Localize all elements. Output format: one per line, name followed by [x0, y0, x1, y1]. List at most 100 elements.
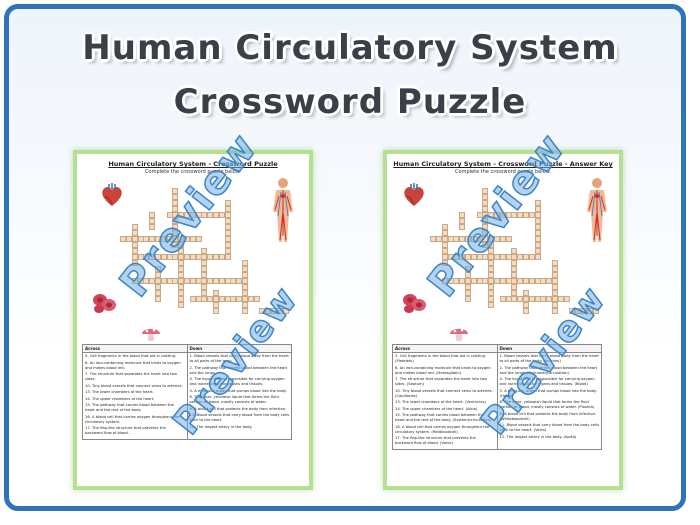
crossword-cell: [482, 236, 489, 242]
crossword-cell: [534, 224, 541, 230]
crossword-cell: [166, 236, 173, 242]
crossword-cell: [534, 206, 541, 212]
crossword-cell: [178, 248, 185, 254]
platelet-icon: [450, 328, 468, 341]
clue-down: 1. Blood vessels that carry blood away f…: [499, 354, 599, 364]
crossword-cell: [178, 266, 185, 272]
crossword-cell: [441, 278, 448, 284]
crossword-cell: [488, 272, 495, 278]
crossword-cell: [552, 266, 558, 272]
crossword-cell: [540, 278, 547, 284]
crossword-cell: [178, 278, 185, 284]
crossword-cell: [552, 272, 558, 278]
crossword-cell: [195, 296, 202, 302]
crossword-cell: [453, 254, 460, 260]
crossword-cell: [528, 212, 535, 218]
crossword-cell: [189, 212, 196, 218]
crossword-cell: [172, 194, 179, 200]
crossword-cell: [213, 302, 219, 308]
crossword-cell: [465, 266, 471, 272]
down-clues: 1. Blood vessels that carry blood away f…: [186, 352, 292, 440]
crossword-cell: [184, 254, 190, 260]
main-title-line-2: Crossword Puzzle: [173, 82, 527, 122]
main-title-line-1: Human Circulatory System: [82, 28, 618, 68]
crossword-cell: [242, 284, 248, 290]
crossword-cell: [499, 278, 506, 284]
crossword-cell: [189, 296, 196, 302]
crossword-cell: [189, 254, 196, 260]
crossword-cell: [178, 260, 185, 266]
crossword-cell: [459, 278, 466, 284]
crossword-cell: [207, 254, 214, 260]
crossword-cell: [242, 302, 248, 308]
crossword-cell: [224, 248, 231, 254]
crossword-cell: [476, 278, 483, 284]
crossword-cell: [178, 284, 185, 290]
crossword-cell: [552, 260, 558, 266]
crossword-cell: [505, 236, 512, 242]
crossword-cell: [534, 278, 541, 284]
crossword-cell: [546, 278, 553, 284]
crossword-cell: [149, 254, 156, 260]
crossword-cell: [253, 296, 260, 302]
crossword-cell: [282, 308, 289, 314]
crossword-cell: [534, 218, 541, 224]
clue-down: 4. The liquid that is responsible for ca…: [189, 377, 285, 387]
crossword-cell: [494, 236, 500, 242]
crossword-cell: [523, 290, 529, 296]
crossword-cell: [453, 236, 460, 242]
crossword-cell: [470, 254, 477, 260]
crossword-cell: [172, 230, 179, 236]
crossword-cell: [511, 260, 518, 266]
crossword-cell: [511, 278, 518, 284]
crossword-cell: [436, 236, 442, 242]
crossword-cell: [160, 254, 167, 260]
crossword-cell: [172, 236, 179, 242]
crossword-cell: [149, 224, 156, 230]
anatomical-heart-icon: [404, 183, 424, 206]
crossword-cell: [499, 296, 506, 302]
across-clues: 3. Cell fragments in the blood that aid …: [392, 352, 498, 450]
crossword-cell: [137, 278, 144, 284]
crossword-cell: [488, 254, 495, 260]
puzzle-sheet-thumbnail[interactable]: Human Circulatory System - Crossword Puz…: [73, 150, 313, 490]
clue-down: 1. Blood vessels that carry blood away f…: [189, 354, 289, 364]
crossword-cell: [224, 236, 231, 242]
circulatory-body-icon: [273, 178, 293, 242]
answer-key-sheet-thumbnail[interactable]: Human Circulatory System - Crossword Puz…: [383, 150, 623, 490]
crossword-cell: [155, 272, 161, 278]
crossword-cell: [476, 236, 483, 242]
crossword-cell: [494, 278, 500, 284]
clue-across: 7. The structure that separates the hear…: [395, 377, 487, 387]
crossword-cell: [178, 242, 185, 248]
crossword-cell: [149, 212, 156, 218]
clue-across: 10. Tiny blood vessels that connect vein…: [85, 383, 183, 388]
crossword-cell: [523, 212, 529, 218]
crossword-cell: [453, 278, 460, 284]
crossword-cell: [218, 212, 225, 218]
crossword-cell: [552, 302, 558, 308]
crossword-cell: [172, 254, 179, 260]
clue-across: 6. An iron-containing molecule that bind…: [85, 360, 181, 370]
crossword-cell: [155, 290, 161, 296]
crossword-cell: [224, 230, 231, 236]
crossword-cell: [505, 254, 512, 260]
crossword-cell: [242, 278, 248, 284]
clue-down: 2. The pathway that carries blood betwee…: [499, 365, 598, 375]
crossword-cell: [201, 212, 208, 218]
clue-across: 13. The lower chambers of the heart. (Ve…: [395, 400, 486, 405]
crossword-cell: [218, 278, 225, 284]
crossword-cell: [430, 236, 437, 242]
crossword-cell: [143, 236, 150, 242]
circulatory-body-icon: [587, 178, 607, 242]
crossword-cell: [552, 278, 558, 284]
clue-down: 5. A muscular organ that pumps blood int…: [499, 388, 597, 398]
crossword-cell: [465, 278, 471, 284]
crossword-cell: [523, 278, 529, 284]
crossword-cell: [131, 242, 138, 248]
crossword-cell: [517, 278, 524, 284]
clue-across: 17. The flap-like structure that prevent…: [85, 426, 166, 436]
crossword-cell: [505, 212, 512, 218]
crossword-cell: [155, 296, 161, 302]
crossword-cell: [523, 254, 529, 260]
